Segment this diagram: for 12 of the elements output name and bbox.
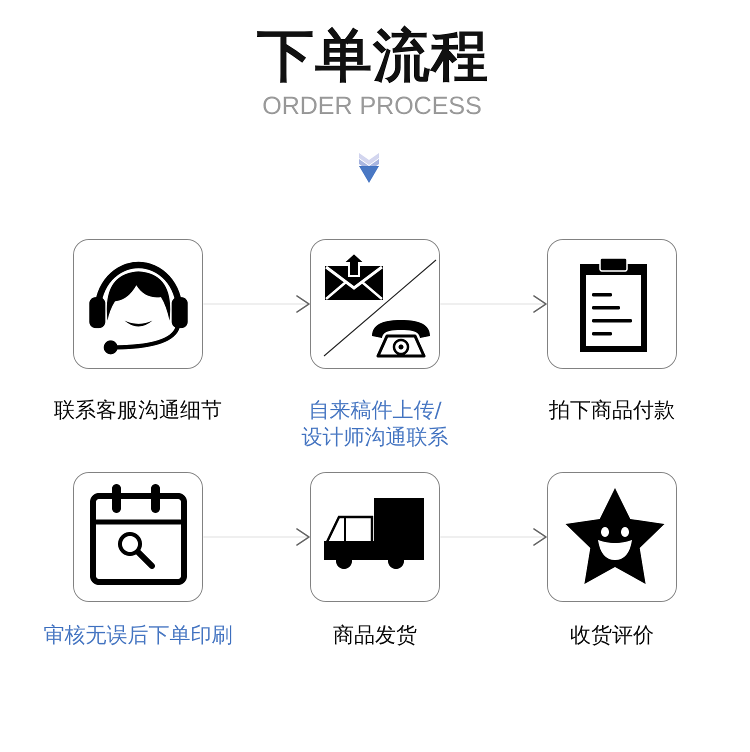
arrow: [440, 295, 548, 313]
step-caption: 审核无误后下单印刷: [44, 622, 232, 649]
arrow: [440, 528, 548, 546]
step-caption: 联系客服沟通细节: [54, 397, 222, 424]
arrow: [202, 295, 310, 313]
arrow: [202, 528, 310, 546]
step-caption: 收货评价: [570, 622, 654, 649]
subtitle: ORDER PROCESS: [262, 91, 482, 122]
step-caption: 自来稿件上传/设计师沟通联系: [300, 397, 450, 451]
step-caption: 拍下商品付款: [549, 397, 675, 424]
step-caption: 商品发货: [333, 622, 417, 649]
title: 下单流程: [257, 22, 489, 91]
